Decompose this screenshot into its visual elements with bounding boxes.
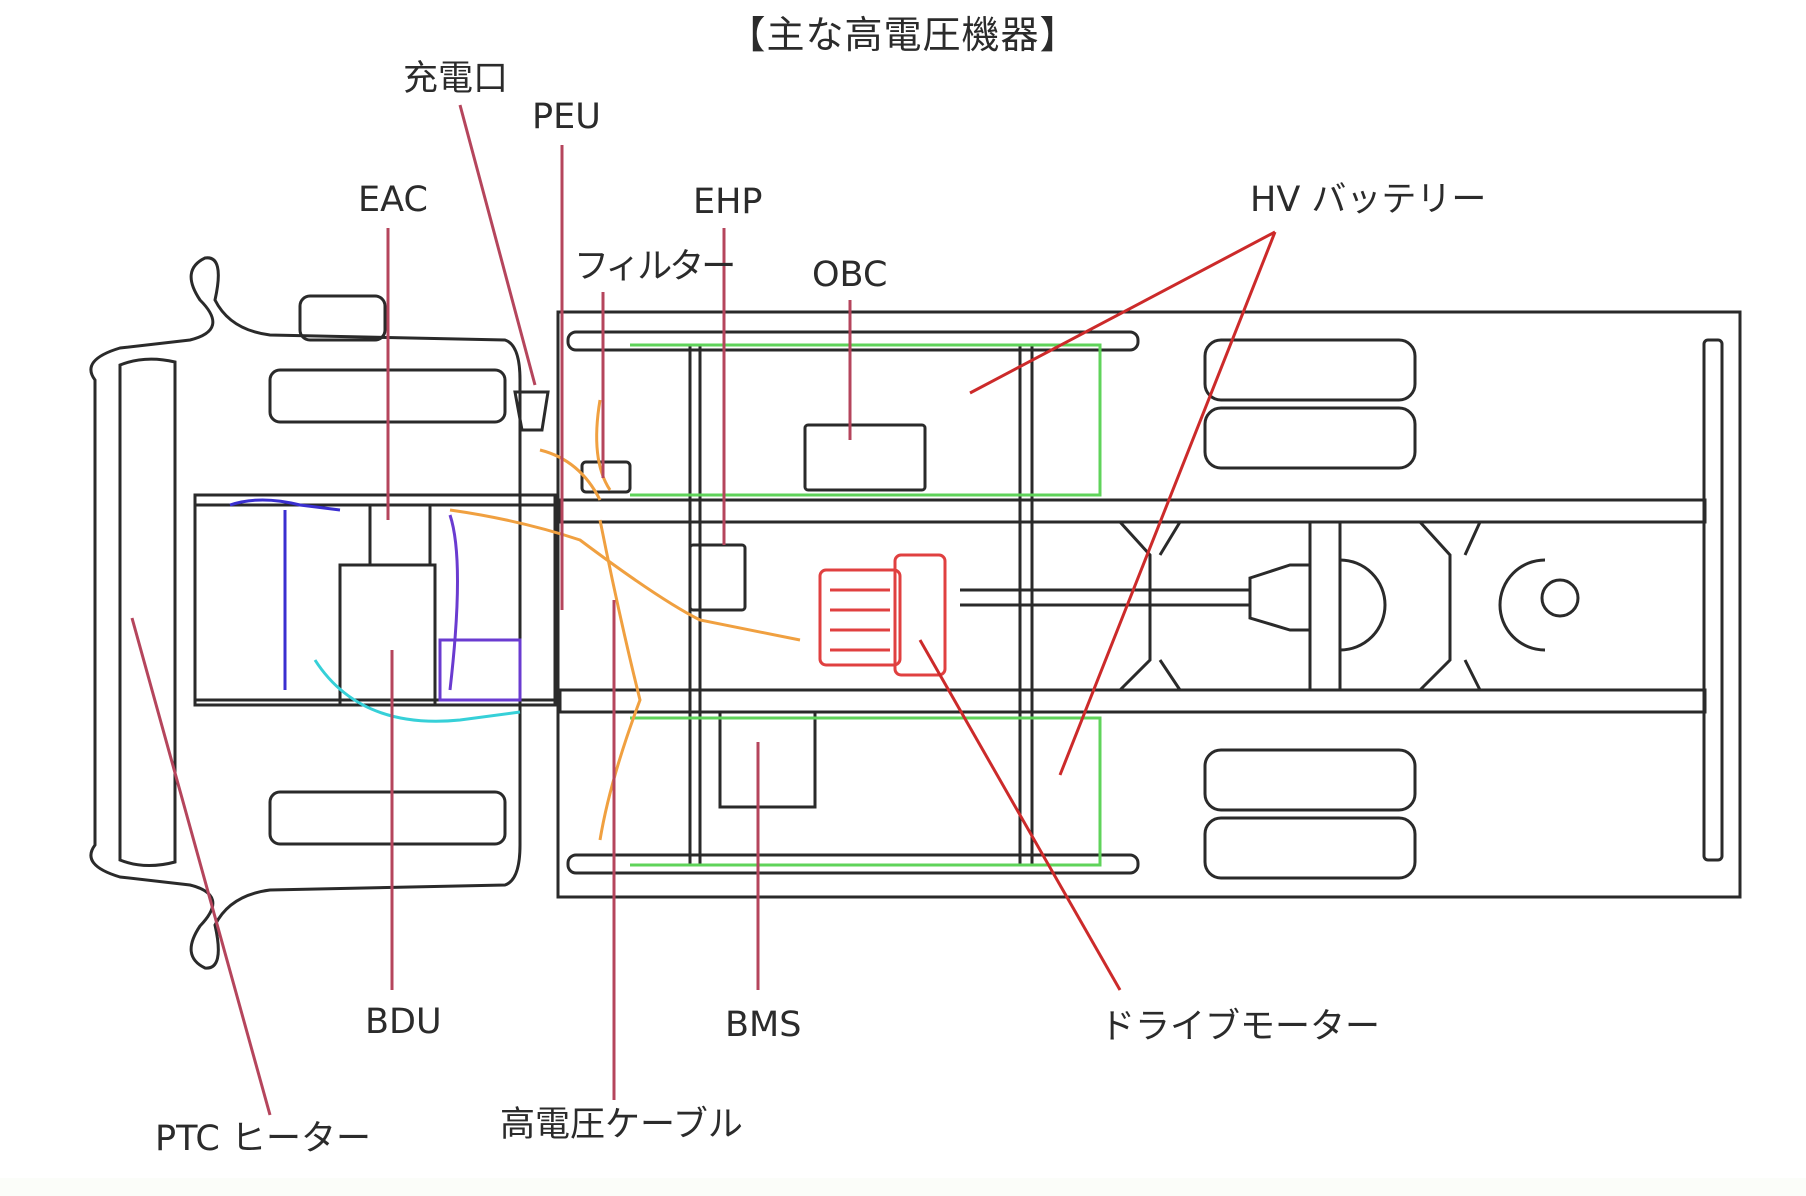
- coolant-purple-line: [438, 514, 522, 702]
- differential: [1339, 558, 1387, 652]
- truck-outline: [89, 256, 1742, 970]
- label-drive-motor: ドライブモーター: [1100, 1007, 1381, 1047]
- footer-band: [0, 1178, 1806, 1196]
- engine-bay: [193, 493, 557, 707]
- driveshaft-yoke: [1248, 563, 1312, 632]
- wheel-top-inner: [1203, 406, 1417, 470]
- drive-motor-gearbox: [893, 553, 947, 677]
- label-bdu: BDU: [365, 1002, 442, 1042]
- frame-rail-bottom: [558, 688, 1707, 714]
- cabling: [229, 399, 801, 841]
- hv-cable-orange-1: [539, 399, 612, 501]
- bdu-box: [338, 563, 437, 707]
- wheel-bottom-outer: [1203, 816, 1417, 880]
- hv-cable-orange-2: [598, 519, 642, 841]
- cab-body: [89, 256, 522, 970]
- wheel-bottom-inner: [1203, 748, 1417, 812]
- hv-battery-outlines: [630, 343, 1102, 867]
- eac-unit: [368, 503, 432, 567]
- drive-motor-drawing: [818, 553, 947, 677]
- coolant-blue-line: [229, 498, 341, 690]
- battery-tray-top: [566, 330, 1140, 352]
- leader-lines-red: [918, 230, 1277, 991]
- label-hv-cable: 高電圧ケーブル: [500, 1105, 743, 1145]
- obc-box: [803, 423, 927, 492]
- bms-box: [718, 710, 817, 809]
- battery-tray-bottom: [566, 853, 1140, 875]
- cab-seat-bottom: [268, 790, 507, 846]
- frame-rail-top: [558, 498, 1707, 524]
- leader-lines: [130, 104, 852, 1116]
- leader-drive-motor: [918, 639, 1122, 991]
- label-bms: BMS: [725, 1005, 802, 1045]
- filter-box: [580, 460, 632, 494]
- cab-front-bumper: [118, 357, 177, 867]
- hv-battery-top: [630, 343, 1102, 497]
- hv-battery-bottom: [630, 716, 1102, 867]
- coolant-cyan-line: [313, 659, 521, 723]
- mirror-top: [298, 294, 387, 342]
- hv-cable-orange-3: [449, 508, 801, 642]
- rear-axle-2: [1418, 520, 1482, 692]
- label-ehp: EHP: [693, 182, 763, 222]
- label-eac: EAC: [358, 180, 428, 220]
- leader-ptc-heater: [130, 617, 272, 1116]
- body-frame: [556, 310, 1742, 899]
- label-ptc-heater: PTC ヒーター: [155, 1119, 371, 1159]
- label-charging-port: 充電口: [403, 59, 509, 99]
- rear-bumper: [1702, 338, 1724, 862]
- rear-axle-1: [1118, 520, 1182, 692]
- label-peu: PEU: [532, 97, 601, 137]
- leader-charging-port: [458, 104, 537, 386]
- diff-hub: [1540, 578, 1580, 618]
- drive-motor-body: [818, 568, 902, 667]
- charging-port: [513, 390, 550, 432]
- differential-2: [1498, 558, 1546, 652]
- wheel-top-outer: [1203, 338, 1417, 402]
- label-filter: フィルター: [574, 247, 736, 287]
- label-hv-battery: HV バッテリー: [1250, 180, 1487, 220]
- label-obc: OBC: [812, 255, 888, 295]
- leader-hv-battery-top: [969, 230, 1276, 395]
- leader-hv-battery-bottom: [1058, 231, 1277, 776]
- ehp-box: [688, 543, 747, 612]
- diagram-title: 【主な高電圧機器】: [727, 13, 1079, 57]
